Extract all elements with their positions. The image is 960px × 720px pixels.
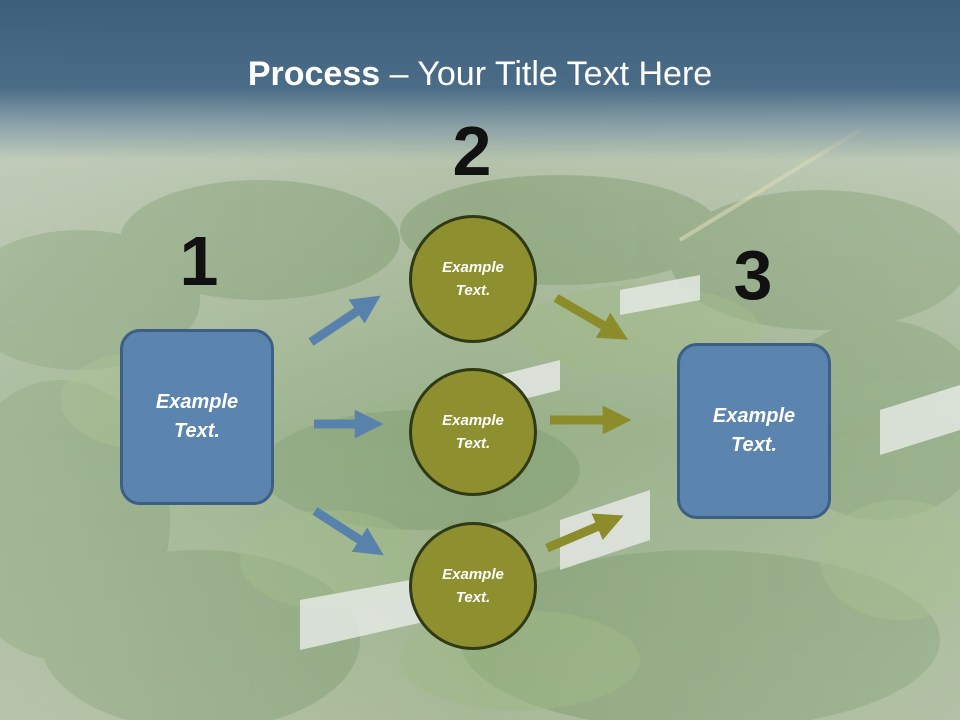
arrow-blue-down-icon — [312, 507, 384, 556]
title-rest: – Your Title Text Here — [380, 55, 713, 93]
step-3-label-line1: Example — [712, 405, 796, 427]
step-number-2: 2 — [452, 112, 492, 190]
arrow-olive-down-icon — [553, 294, 628, 340]
circle-bottom-label-line1: Example — [442, 566, 504, 583]
circle-bottom-label-line2: Text. — [455, 589, 491, 606]
step-number-3: 3 — [733, 236, 773, 314]
step-1-label-line2: Text. — [174, 420, 220, 442]
circle-top-label-line1: Example — [442, 259, 504, 276]
arrow-blue-up-icon — [308, 295, 381, 346]
circle-middle-label-line1: Example — [442, 412, 504, 429]
title-bold: Process — [247, 55, 381, 93]
arrow-olive-up-icon — [545, 513, 624, 553]
circle-top-label-line2: Text. — [455, 282, 491, 299]
circle-middle-label-line2: Text. — [455, 435, 491, 452]
title-bar — [0, 0, 960, 160]
page-title: Process – Your Title Text Here — [0, 54, 960, 94]
step-3-label-line2: Text. — [731, 434, 777, 456]
step-1-label-line1: Example — [155, 391, 239, 413]
step-number-1: 1 — [179, 222, 219, 300]
